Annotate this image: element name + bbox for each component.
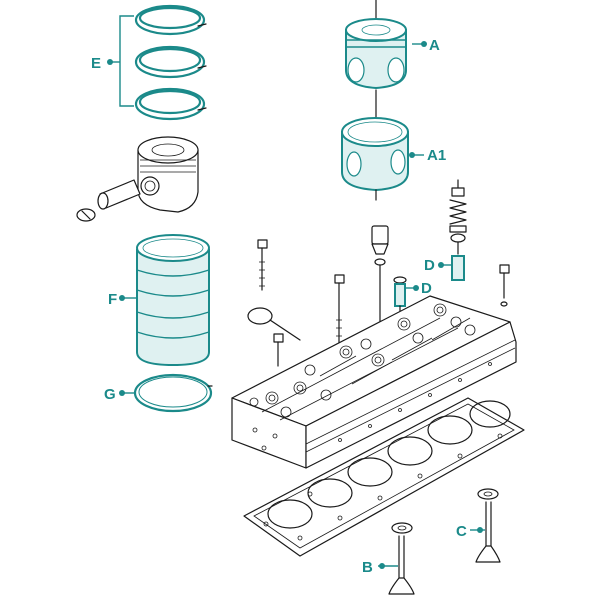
cylinder-liner: [136, 234, 210, 367]
valve-c: [475, 488, 501, 563]
callout-e: E: [91, 55, 101, 72]
head-bolts: [257, 239, 510, 367]
rings-bracket: [119, 15, 134, 107]
piston-a1: [341, 117, 409, 201]
valve-guide: [393, 276, 407, 323]
head-gasket: [243, 397, 525, 557]
callout-leaders: [107, 41, 485, 569]
valve-spring-stack: [449, 179, 467, 281]
callout-c: C: [456, 523, 467, 540]
injector: [371, 225, 389, 333]
piston-a: [345, 0, 407, 119]
liner-o-ring: [133, 373, 213, 413]
piston-assembly-left: [76, 136, 199, 222]
callout-a: A: [429, 37, 440, 54]
expansion-plug: [247, 307, 301, 341]
callout-g: G: [104, 386, 116, 403]
cylinder-head: [231, 295, 517, 469]
callout-d-spring: D: [424, 257, 435, 274]
callout-f: F: [108, 291, 117, 308]
callout-a1: A1: [427, 147, 446, 164]
callout-d-guide: D: [421, 280, 432, 297]
valve-b: [388, 522, 415, 595]
callout-b: B: [362, 559, 373, 576]
piston-rings: [134, 4, 207, 121]
